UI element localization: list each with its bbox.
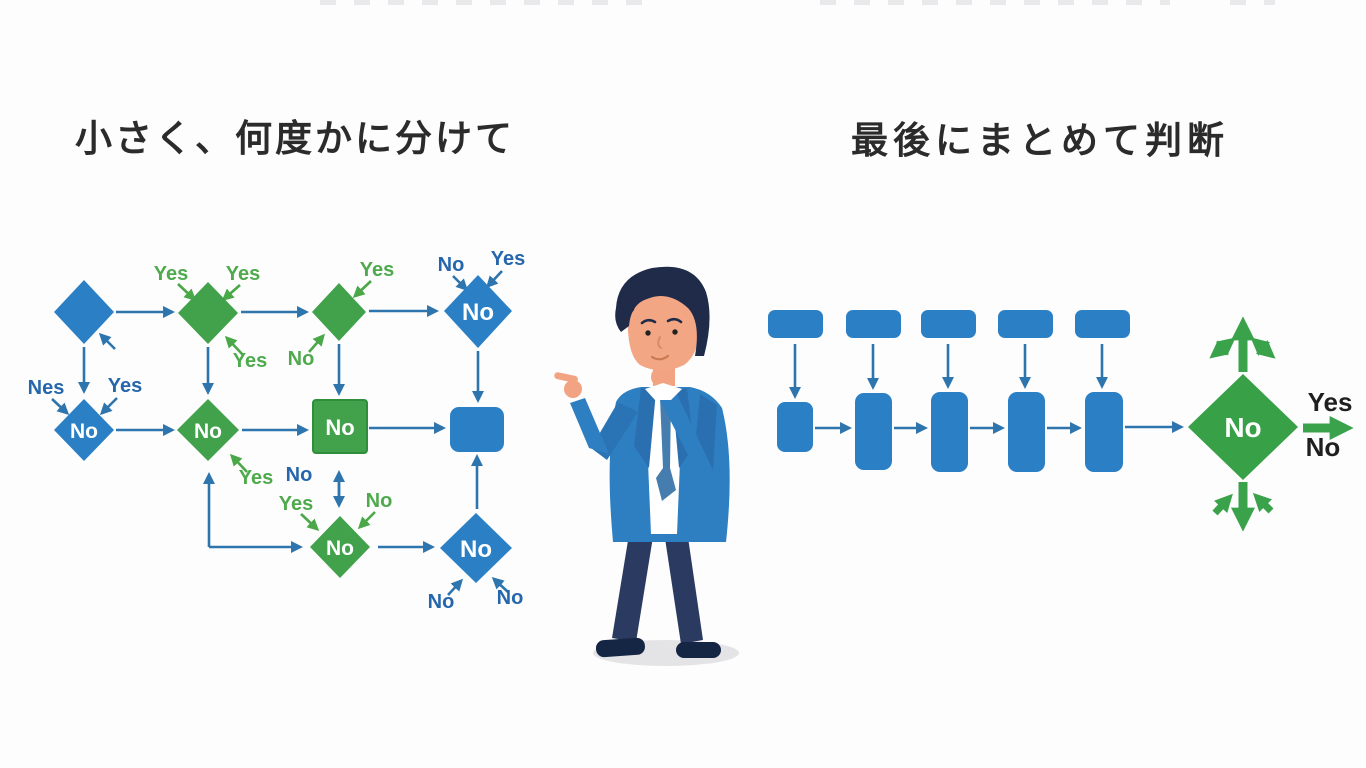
decision-diamond-blue-4 bbox=[444, 275, 512, 348]
arrow-burst-top bbox=[1209, 316, 1276, 372]
decision-diamond-green-9 bbox=[310, 516, 370, 578]
right-leg bbox=[661, 510, 703, 644]
jacket-lapel-left bbox=[634, 388, 656, 468]
edge-label-no: No bbox=[288, 348, 315, 370]
process-rect bbox=[768, 310, 823, 338]
left-leg bbox=[612, 510, 657, 642]
arrow-burst-bottom bbox=[1212, 482, 1274, 532]
pointing-finger bbox=[554, 372, 578, 383]
edge-label-yes: Yes bbox=[154, 263, 188, 285]
node-label: No bbox=[70, 420, 98, 443]
edge-label-no: No bbox=[438, 254, 465, 276]
left-flowchart-connectors bbox=[51, 270, 509, 596]
left-section-title: 小さく、何度かに分けて bbox=[75, 118, 515, 159]
decision-diamond-blue-5 bbox=[54, 399, 114, 461]
node-label: No bbox=[462, 299, 494, 326]
process-rect-tall bbox=[1085, 392, 1123, 472]
process-rect-blue-8 bbox=[450, 407, 504, 452]
process-rect bbox=[998, 310, 1053, 338]
collar bbox=[645, 383, 682, 400]
clipped-text-artifact bbox=[320, 0, 660, 5]
node-label: No bbox=[460, 536, 492, 563]
decision-diamond-blue-1 bbox=[54, 280, 114, 344]
outcome-label-yes: Yes bbox=[1308, 387, 1353, 417]
right-section-title: 最後にまとめて判断 bbox=[851, 120, 1229, 161]
edge-label-yes: Yes bbox=[360, 259, 394, 281]
node-label: No bbox=[194, 420, 222, 443]
process-rect-tall bbox=[855, 393, 892, 470]
hair-quiff bbox=[619, 276, 654, 314]
edge-label-no: No bbox=[366, 490, 393, 512]
outcome-label-no: No bbox=[1306, 432, 1341, 462]
process-rect-tall bbox=[1008, 392, 1045, 472]
decision-diamond-green-6 bbox=[177, 399, 239, 461]
pointing-forearm bbox=[570, 398, 609, 454]
edge-label-no: No bbox=[428, 591, 455, 613]
chin-forearm bbox=[657, 386, 713, 470]
edge-label-yes: Yes bbox=[226, 263, 260, 285]
process-rect bbox=[846, 310, 901, 338]
node-label: No bbox=[326, 537, 354, 560]
left-shoe bbox=[595, 637, 645, 658]
decision-diamond-blue-10 bbox=[440, 513, 512, 583]
clipped-text-artifact bbox=[820, 0, 1170, 5]
final-decision-diamond bbox=[1188, 374, 1298, 480]
right-shoe bbox=[676, 642, 721, 658]
face-features bbox=[640, 317, 683, 361]
final-diamond-label: No bbox=[1224, 412, 1261, 443]
decision-diamond-green-2 bbox=[178, 282, 238, 344]
clipped-text-artifact bbox=[1230, 0, 1275, 5]
right-flowchart: No Yes No bbox=[768, 310, 1354, 532]
edge-label-yes: Yes bbox=[239, 467, 273, 489]
process-rect-tall bbox=[777, 402, 813, 452]
left-flowchart: No No No No No No Yes Yes Yes Yes No No … bbox=[28, 248, 526, 613]
edge-label-yes: Yes bbox=[233, 350, 267, 372]
edge-label-yes: Yes bbox=[491, 248, 525, 270]
edge-label-nes: Nes bbox=[28, 377, 65, 399]
process-rect bbox=[921, 310, 976, 338]
decision-diamond-green-3 bbox=[312, 283, 366, 341]
businessman-illustration bbox=[554, 266, 739, 666]
edge-label-yes: Yes bbox=[108, 375, 142, 397]
edge-label-no: No bbox=[497, 587, 524, 609]
process-rect bbox=[1075, 310, 1130, 338]
process-rect-tall bbox=[931, 392, 968, 472]
edge-label-no: No bbox=[286, 464, 313, 486]
edge-label-yes: Yes bbox=[279, 493, 313, 515]
pointing-hand bbox=[564, 380, 582, 398]
node-label: No bbox=[325, 415, 354, 440]
process-square-green-7 bbox=[312, 399, 368, 454]
face bbox=[627, 290, 700, 371]
